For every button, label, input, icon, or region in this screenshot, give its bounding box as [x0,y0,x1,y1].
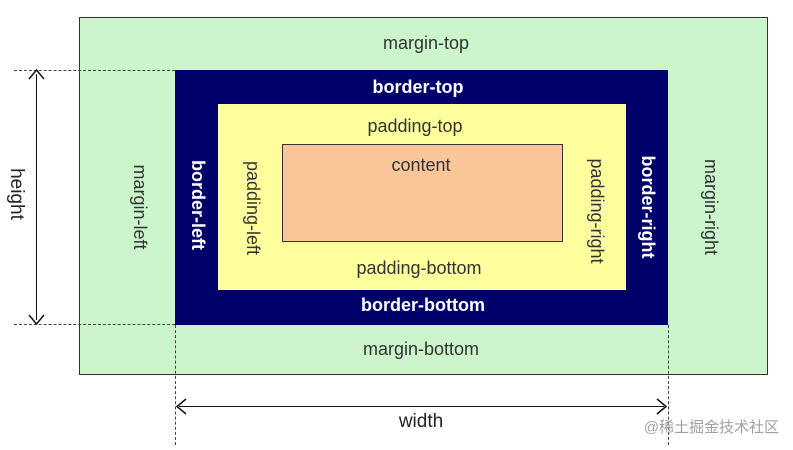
content-label: content [391,155,451,175]
height-label: height [6,168,27,220]
width-left-guide [175,325,176,445]
width-arrow-left-icon [175,398,187,415]
width-arrow-right-icon [656,398,668,415]
border-left-label: border-left [188,160,208,250]
height-top-guide [14,70,175,71]
height-arrow-line [36,74,37,320]
border-bottom-label: border-bottom [361,295,485,315]
margin-left-label: margin-left [130,164,150,250]
padding-bottom-label: padding-bottom [356,258,482,278]
padding-top-label: padding-top [367,116,463,136]
width-arrow-line [179,406,664,407]
margin-right-label: margin-right [701,158,721,256]
margin-top-label: margin-top [382,33,470,53]
height-arrow-up-icon [28,68,45,80]
width-right-guide [668,325,669,445]
content-area [282,144,563,242]
height-arrow-down-icon [28,314,45,326]
padding-left-label: padding-left [243,160,263,256]
width-label: width [398,411,444,432]
watermark-text: @稀土掘金技术社区 [643,419,779,436]
padding-right-label: padding-right [587,158,607,264]
margin-bottom-label: margin-bottom [362,339,480,359]
border-top-label: border-top [372,77,464,97]
border-right-label: border-right [638,155,658,259]
height-bottom-guide [14,324,175,325]
